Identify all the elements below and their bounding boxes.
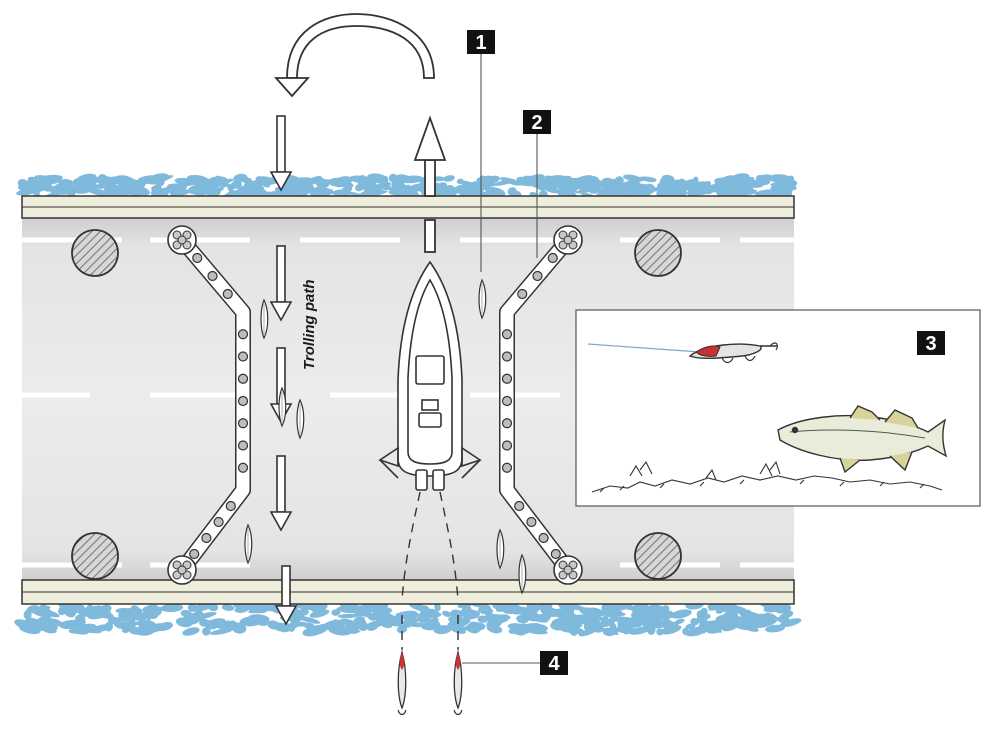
seabed <box>591 460 943 493</box>
path-fish-markers <box>244 278 527 595</box>
callout-leaders <box>462 53 540 664</box>
boat-direction-arrow <box>413 115 447 253</box>
lure-icon <box>453 649 463 716</box>
trolling-path-label: Trolling path <box>301 279 318 370</box>
callout-1: 1 <box>467 30 495 54</box>
svg-text:3: 3 <box>925 333 936 355</box>
fender-left <box>167 225 251 585</box>
svg-text:1: 1 <box>475 32 486 54</box>
fender-right <box>499 225 583 585</box>
lure-icon <box>397 649 407 716</box>
svg-text:2: 2 <box>531 112 542 134</box>
boat-wake <box>401 491 459 650</box>
callout-3: 3 <box>917 331 945 355</box>
snook-fish-icon <box>777 405 948 474</box>
u-turn-arrow <box>273 13 435 98</box>
trailing-lures <box>397 649 463 716</box>
bridge-columns <box>71 229 682 580</box>
inset-lure-icon <box>688 342 779 364</box>
callout-2: 2 <box>523 110 551 134</box>
boat-icon <box>378 260 482 491</box>
svg-text:4: 4 <box>548 653 560 675</box>
callout-4: 4 <box>540 651 568 675</box>
inset-underwater-view <box>575 309 981 507</box>
bridge-rail-top <box>21 195 795 219</box>
bridge-rail-bottom <box>21 579 795 605</box>
